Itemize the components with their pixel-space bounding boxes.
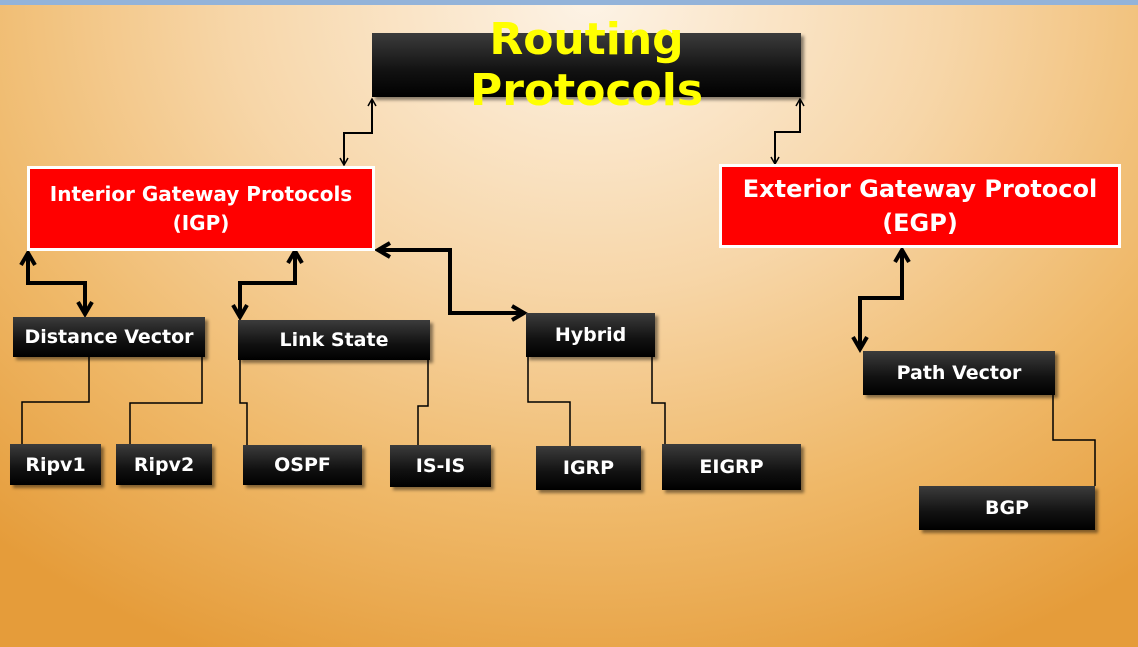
connector-igp-ls <box>231 247 304 321</box>
connector-title-egp <box>770 97 805 166</box>
isis-box: IS-IS <box>390 445 491 487</box>
link-state-box: Link State <box>238 320 430 360</box>
hybrid-box: Hybrid <box>526 313 655 357</box>
igrp-box: IGRP <box>536 446 641 490</box>
connector-hybrid-eigrp <box>651 357 666 444</box>
connector-dv-ripv1 <box>21 357 90 444</box>
link-state-label: Link State <box>279 329 389 351</box>
connector-ls-ospf <box>239 360 248 445</box>
igp-box: Interior Gateway Protocols (IGP) <box>27 166 375 251</box>
title-box: Routing Protocols <box>372 14 801 116</box>
eigrp-label: EIGRP <box>699 456 764 478</box>
path-vector-label: Path Vector <box>896 362 1022 384</box>
connector-ls-isis <box>417 360 429 445</box>
page-title: Routing Protocols <box>469 14 704 116</box>
path-vector-box: Path Vector <box>863 351 1055 395</box>
ripv2-box: Ripv2 <box>116 444 212 485</box>
isis-label: IS-IS <box>415 455 466 477</box>
connector-igp-hybrid <box>374 241 528 322</box>
bgp-label: BGP <box>984 497 1029 519</box>
ripv1-box: Ripv1 <box>10 444 101 485</box>
connector-egp-pv <box>851 246 911 353</box>
window-top-bar <box>0 0 1138 5</box>
igrp-label: IGRP <box>562 457 615 479</box>
ripv1-label: Ripv1 <box>25 453 86 476</box>
bgp-box: BGP <box>919 486 1095 530</box>
ospf-box: OSPF <box>243 445 362 485</box>
ospf-label: OSPF <box>274 454 331 476</box>
distance-vector-label: Distance Vector <box>24 326 194 348</box>
egp-label: Exterior Gateway Protocol <box>742 175 1098 203</box>
igp-abbr: (IGP) <box>172 210 230 235</box>
egp-abbr: (EGP) <box>882 209 958 237</box>
egp-box: Exterior Gateway Protocol (EGP) <box>719 164 1121 248</box>
igp-label: Interior Gateway Protocols <box>49 181 353 206</box>
eigrp-box: EIGRP <box>662 444 801 490</box>
egp-text: Exterior Gateway Protocol (EGP) <box>743 172 1097 240</box>
igp-text: Interior Gateway Protocols (IGP) <box>50 180 352 238</box>
ripv2-label: Ripv2 <box>133 453 195 476</box>
connector-hybrid-igrp <box>527 357 571 446</box>
connector-igp-dv <box>19 249 94 318</box>
hybrid-label: Hybrid <box>554 324 627 346</box>
distance-vector-box: Distance Vector <box>13 317 205 357</box>
connector-pv-bgp <box>1052 395 1096 486</box>
connector-title-igp <box>339 97 377 167</box>
connector-dv-ripv2 <box>129 357 203 444</box>
